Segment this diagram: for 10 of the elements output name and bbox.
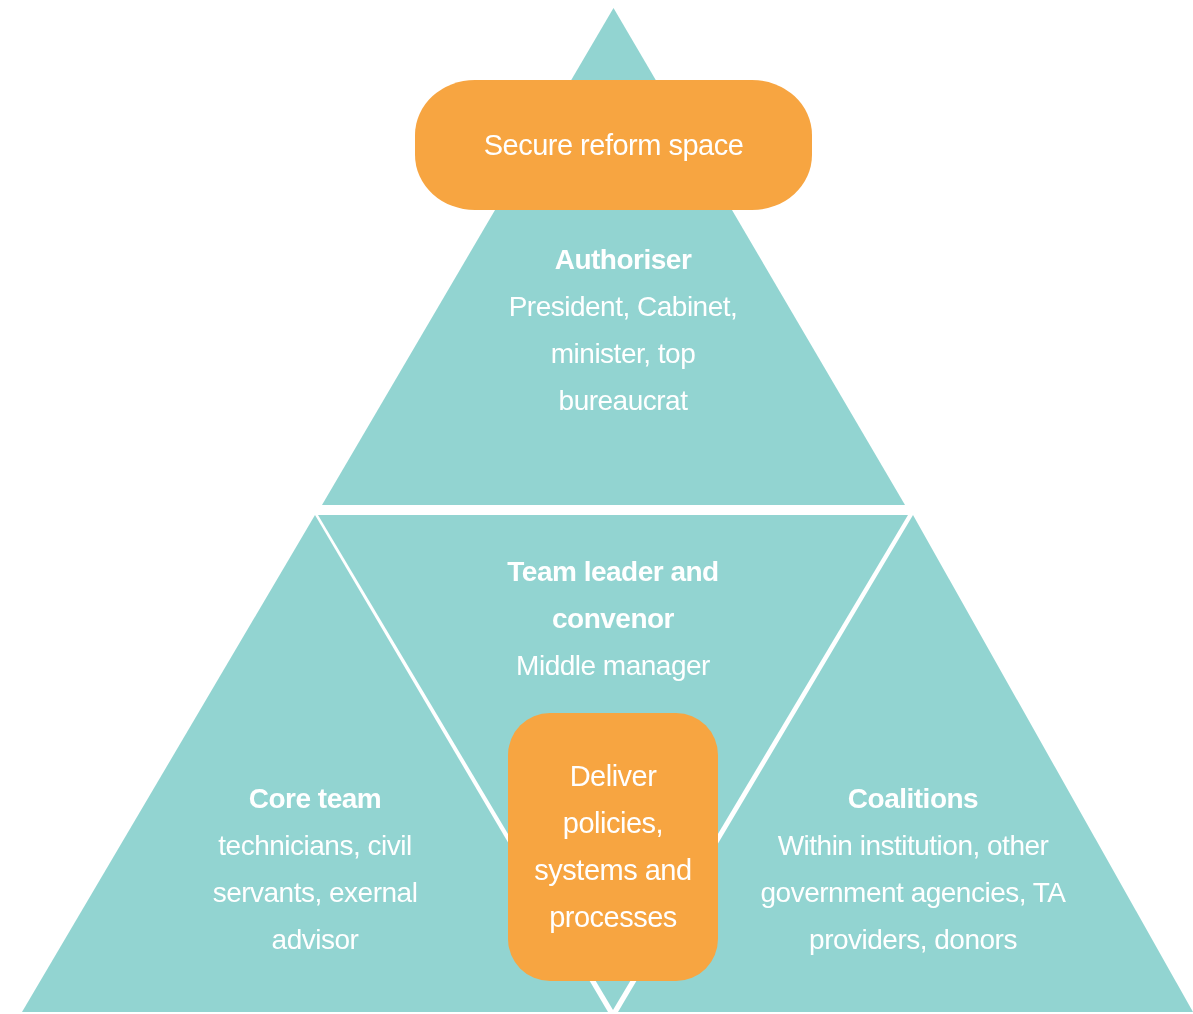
goal-text: Deliver policies, systems and processes	[533, 759, 693, 935]
role-heading: Coalitions	[846, 782, 980, 816]
role-description: President, Cabinet, minister, top bureaucrat	[508, 290, 738, 418]
role-description: Middle manager	[515, 649, 711, 683]
role-description: Within institution, other government agencies, TA providers, donors	[759, 829, 1067, 957]
role-heading: Core team	[247, 782, 383, 816]
role-heading: Authoriser	[553, 243, 693, 277]
role-heading: Team leader and convenor	[506, 555, 720, 636]
goal-text: Secure reform space	[483, 127, 744, 163]
role-description: technicians, civil servants, exernal advisor	[211, 829, 419, 957]
